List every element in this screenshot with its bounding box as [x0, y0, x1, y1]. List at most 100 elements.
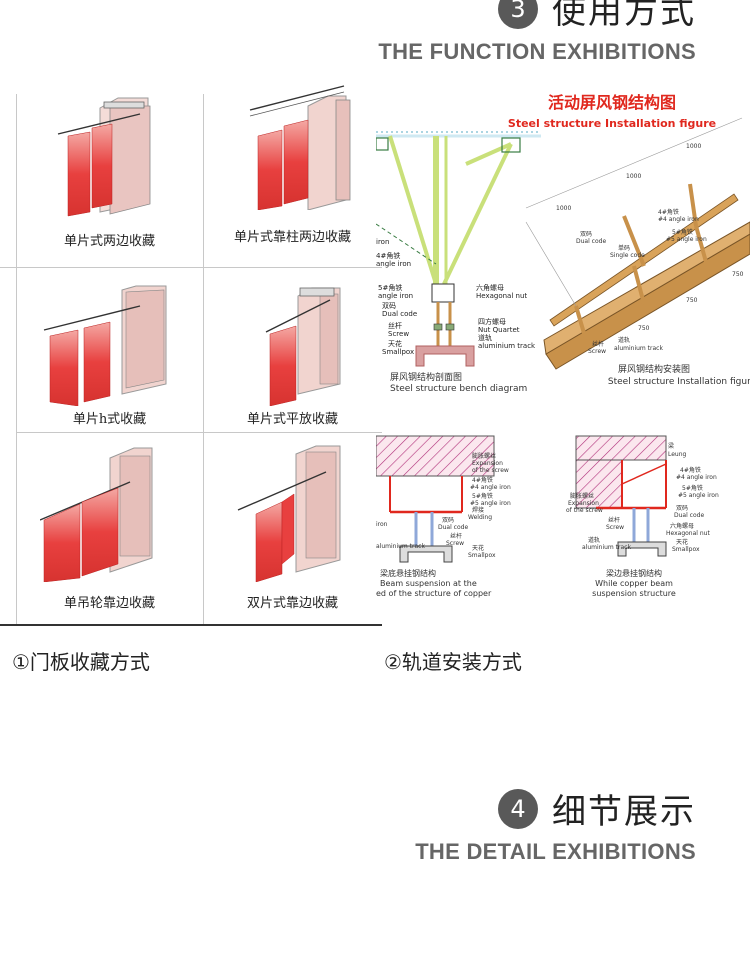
- bench-label-hex-nut-cn: 六角螺母: [476, 283, 504, 292]
- section-4-number-badge: 4: [498, 788, 538, 829]
- install-label-track: aluminium track: [614, 345, 663, 352]
- caption-door-storage: ①门板收藏方式: [12, 650, 150, 674]
- install-caption-cn: 屏风钢结构安装图: [618, 363, 690, 375]
- bench-diagram: iron 4#角铁 angle iron 5#角铁 angle iron 双码 …: [376, 131, 541, 394]
- grid-bottom-rule: [0, 624, 382, 626]
- bench-label-track: aluminium track: [478, 342, 536, 350]
- bench-label-dual-code: Dual code: [382, 310, 417, 318]
- install-label-5-angle-en: #5 angle iron: [666, 236, 707, 243]
- bench-label-hex-nut: Hexagonal nut: [476, 292, 527, 300]
- copper-label-track-cn: 道轨: [588, 536, 600, 544]
- bench-label-screw: Screw: [388, 330, 409, 338]
- copper-caption-en1: While copper beam: [595, 579, 673, 588]
- install-dim-1000-b: 1000: [626, 173, 641, 180]
- section-4-title: 细节展示: [552, 792, 696, 832]
- bench-label-4-angle-cn: 4#角铁: [376, 251, 400, 260]
- install-dim-1000-c: 1000: [556, 205, 571, 212]
- steel-figure-title-cn: 活动屏风钢结构图: [548, 93, 676, 112]
- section-3-title: 使用方式: [552, 0, 696, 32]
- storage-modes-grid: 单片式两边收藏 单片式靠柱两边收藏 单片h式收藏 单片式平放收藏 单吊轮靠边收藏: [0, 80, 382, 630]
- grid-hline-2: [16, 432, 382, 433]
- bench-label-dual-code-cn: 双码: [382, 302, 396, 310]
- install-label-4-angle: 4#角铁: [658, 208, 679, 216]
- beam-label-welding: Welding: [468, 514, 492, 521]
- install-label-single-code-cn: 单码: [618, 244, 630, 252]
- copper-label-hex-nut: Hexagonal nut: [666, 530, 710, 537]
- copper-caption-en2: suspension structure: [592, 589, 676, 598]
- beam-label-screw: Screw: [446, 540, 464, 547]
- install-label-single-code: Single code: [610, 252, 645, 259]
- install-dim-750-a: 750: [732, 271, 744, 278]
- bench-caption-cn: 屏风钢结构剖面图: [390, 371, 462, 383]
- bench-label-track-cn: 道轨: [478, 333, 492, 342]
- beam-label-dual-code: Dual code: [438, 524, 468, 531]
- beam-label-welding-cn: 焊接: [472, 506, 484, 514]
- storage-mode-label-1: 单片式两边收藏: [63, 234, 155, 249]
- bench-label-screw-cn: 丝杆: [388, 321, 402, 330]
- copper-label-expansion-en2: of the screw: [566, 507, 603, 514]
- beam-caption-en2: ed of the structure of copper: [376, 589, 492, 598]
- section-4-subtitle: THE DETAIL EXHIBITIONS: [415, 839, 696, 864]
- beam-label-screw-cn: 丝杆: [450, 532, 462, 540]
- copper-label-expansion-cn: 膨胀螺丝: [570, 492, 594, 500]
- copper-label-5-angle-cn: 5#角铁: [682, 484, 703, 492]
- steel-figure-title-en: Steel structure Installation figure: [508, 117, 716, 130]
- copper-label-leung: Leung: [668, 451, 687, 458]
- install-caption-en: Steel structure Installation figure: [608, 377, 750, 387]
- beam-label-ceiling-cn: 天花: [472, 544, 484, 552]
- beam-label-track: aluminium track: [376, 543, 425, 550]
- copper-label-dual-code-cn: 双码: [676, 504, 688, 512]
- beam-caption-en1: Beam suspension at the: [380, 579, 477, 588]
- beam-suspension-diagram: 膨胀螺丝 Expansion of the screw 4#角铁 #4 angl…: [376, 435, 511, 598]
- section-3-header: 3 使用方式 THE FUNCTION EXHIBITIONS: [378, 0, 696, 65]
- section-3-number-badge: 3: [498, 0, 538, 29]
- copper-label-track: aluminium track: [582, 544, 631, 551]
- grid-vline-mid: [203, 94, 204, 624]
- grid-vline-left: [16, 94, 17, 624]
- section-4-title-row: 4 细节展示: [415, 784, 696, 833]
- bench-label-5-angle-en: angle iron: [378, 292, 413, 300]
- beam-label-4-angle: 4#角铁: [472, 476, 493, 484]
- bench-label-ceiling-cn: 天花: [388, 339, 402, 348]
- storage-illustration-6: [237, 445, 341, 582]
- section-4-header: 4 细节展示 THE DETAIL EXHIBITIONS: [415, 784, 696, 865]
- storage-illustration-5: [40, 447, 153, 582]
- steel-structure-figure: 活动屏风钢结构图 Steel structure Installation fi…: [376, 93, 750, 598]
- install-dim-750-b: 750: [686, 297, 698, 304]
- install-label-track-cn: 道轨: [618, 336, 630, 344]
- copper-label-expansion-en1: Expansion: [568, 500, 599, 507]
- storage-illustration-3: [43, 285, 167, 406]
- bench-label-nut-quartet: Nut Quartet: [478, 326, 520, 334]
- install-label-4-angle-en: #4 angle iron: [658, 216, 699, 223]
- copper-label-hex-nut-cn: 六角螺母: [670, 522, 694, 530]
- storage-mode-label-3: 单片h式收藏: [72, 412, 147, 427]
- copper-label-screw: Screw: [606, 524, 624, 531]
- storage-mode-label-6: 双片式靠边收藏: [246, 596, 338, 611]
- copper-label-dual-code: Dual code: [674, 512, 704, 519]
- storage-illustration-1: [57, 97, 151, 217]
- copper-label-5-angle-en: #5 angle iron: [678, 492, 719, 499]
- install-dim-1000-a: 1000: [686, 143, 701, 150]
- beam-label-iron: iron: [376, 521, 388, 528]
- section-3-subtitle: THE FUNCTION EXHIBITIONS: [378, 39, 696, 64]
- copper-label-ceiling-cn: 天花: [676, 538, 688, 546]
- install-label-screw-cn: 丝杆: [592, 340, 604, 348]
- install-label-dual-code-cn: 双码: [580, 230, 592, 238]
- beam-caption-cn: 梁底悬挂钢结构: [380, 568, 436, 578]
- copper-beam-diagram: 梁 Leung 4#角铁 #4 angle iron 5#角铁 #5 angle…: [566, 435, 719, 598]
- bench-label-iron: iron: [376, 238, 389, 246]
- bench-label-smallpox: Smallpox: [382, 348, 414, 356]
- bench-label-nut-quartet-cn: 四方螺母: [478, 317, 506, 326]
- storage-mode-label-5: 单吊轮靠边收藏: [63, 596, 155, 611]
- installation-diagram: 1000 1000 1000 750 750 750 4#角铁 #4 angle…: [525, 117, 750, 387]
- copper-label-4-angle-en: #4 angle iron: [676, 474, 717, 481]
- copper-label-smallpox: Smallpox: [672, 546, 700, 553]
- beam-label-dual-code-cn: 双码: [442, 516, 454, 524]
- caption-track-install: ②轨道安装方式: [384, 650, 522, 674]
- install-label-screw: Screw: [588, 348, 606, 355]
- beam-label-expansion-en2: of the screw: [472, 467, 509, 474]
- storage-illustration-2: [249, 85, 351, 210]
- storage-illustration-4: [265, 287, 341, 406]
- beam-label-expansion-cn: 膨胀螺丝: [472, 452, 496, 460]
- beam-label-4-angle-en: #4 angle iron: [470, 484, 511, 491]
